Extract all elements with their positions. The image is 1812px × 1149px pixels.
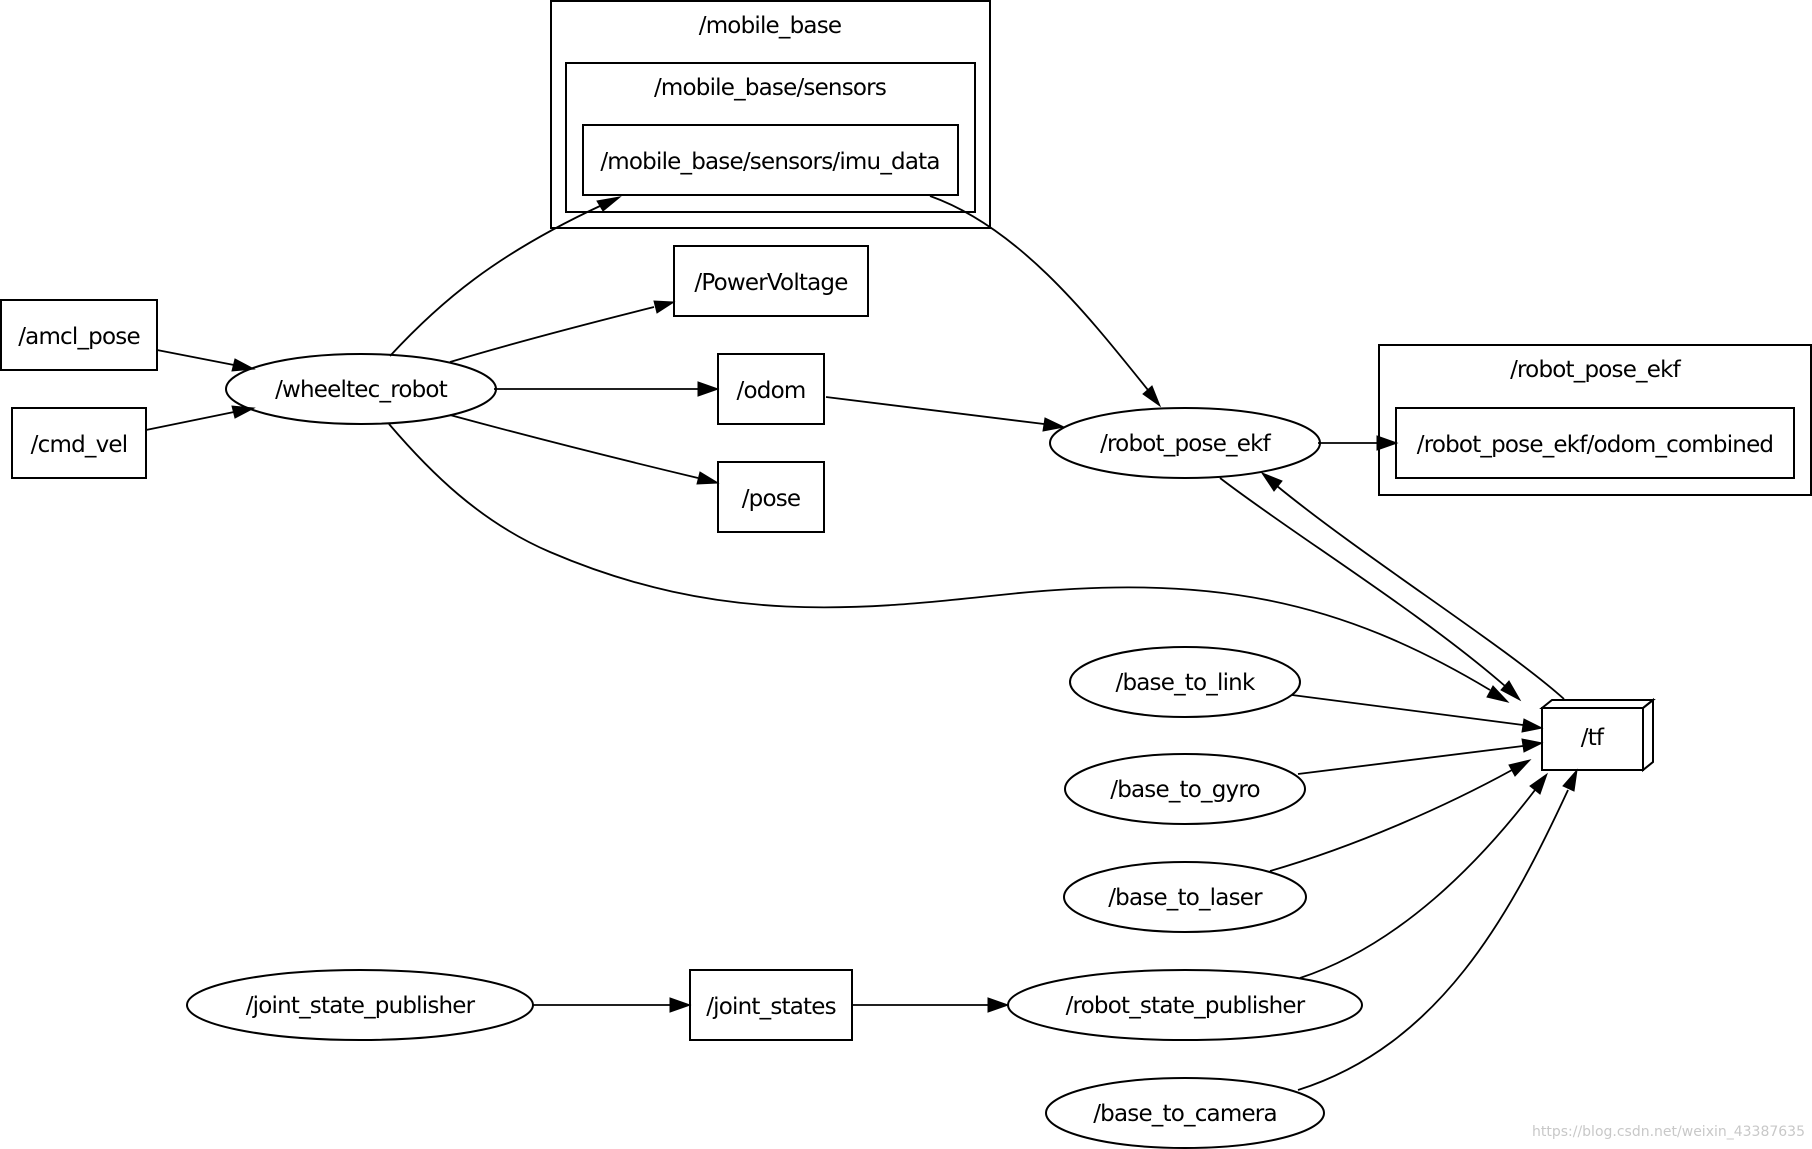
arrowhead — [1500, 680, 1522, 702]
arrowhead — [596, 196, 622, 212]
topic-power-voltage[interactable]: /PowerVoltage — [673, 245, 869, 317]
node-robot-state-publisher-label: /robot_state_publisher — [1066, 993, 1306, 1019]
topic-odom-combined[interactable]: /robot_pose_ekf/odom_combined — [1395, 407, 1795, 479]
arrowhead — [1486, 685, 1510, 703]
edge-imu-data-to-robot-pose-ekf — [929, 195, 1149, 391]
topic-amcl-pose[interactable]: /amcl_pose — [0, 299, 158, 371]
edge-base-to-laser-to-tf — [1269, 769, 1513, 872]
node-robot-pose-ekf[interactable]: /robot_pose_ekf — [1049, 407, 1321, 479]
topic-power-voltage-label: /PowerVoltage — [694, 270, 847, 296]
node-base-to-gyro-label: /base_to_gyro — [1110, 777, 1260, 803]
node-base-to-gyro[interactable]: /base_to_gyro — [1064, 753, 1306, 825]
edge-wheeltec-robot-to-pose — [449, 414, 699, 479]
arrowhead — [669, 997, 692, 1013]
arrowhead — [231, 405, 256, 419]
topic-tf[interactable]: /tf — [1539, 697, 1656, 773]
cluster-mobile-base-sensors-label: /mobile_base/sensors — [654, 75, 886, 101]
node-base-to-camera-label: /base_to_camera — [1093, 1101, 1277, 1127]
arrowhead — [1508, 759, 1532, 777]
edge-wheeltec-robot-to-tf — [388, 423, 1491, 691]
cluster-mobile-base-label: /mobile_base — [699, 13, 841, 39]
arrowhead — [1042, 417, 1066, 432]
topic-cmd-vel-label: /cmd_vel — [31, 432, 128, 458]
node-base-to-laser[interactable]: /base_to_laser — [1063, 861, 1307, 933]
arrowhead — [1562, 768, 1578, 792]
node-robot-pose-ekf-label: /robot_pose_ekf — [1100, 431, 1272, 457]
node-base-to-laser-label: /base_to_laser — [1108, 885, 1263, 911]
topic-odom-combined-label: /robot_pose_ekf/odom_combined — [1417, 432, 1773, 458]
edge-cmd-vel-to-wheeltec-robot — [145, 411, 235, 431]
topic-joint-states-label: /joint_states — [706, 994, 836, 1020]
topic-pose[interactable]: /pose — [717, 461, 825, 533]
cluster-mobile-base: /mobile_base — [550, 0, 991, 229]
edges — [145, 195, 1578, 1091]
arrowhead — [231, 358, 256, 372]
arrowhead — [696, 471, 720, 485]
edge-wheeltec-robot-to-power-voltage — [449, 306, 655, 363]
edge-tf-to-robot-pose-ekf — [1276, 485, 1565, 700]
node-base-to-link[interactable]: /base_to_link — [1069, 646, 1301, 718]
arrowhead — [1260, 471, 1283, 492]
node-wheeltec-robot[interactable]: /wheeltec_robot — [225, 353, 497, 425]
edge-base-to-gyro-to-tf — [1297, 745, 1524, 775]
arrowhead — [1142, 385, 1162, 408]
cluster-mobile-base-sensors: /mobile_base/sensors — [565, 62, 976, 213]
topic-amcl-pose-label: /amcl_pose — [18, 324, 140, 350]
topic-odom-label: /odom — [737, 378, 806, 404]
topic-pose-label: /pose — [742, 486, 801, 512]
topic-joint-states[interactable]: /joint_states — [689, 969, 853, 1041]
edge-odom-to-robot-pose-ekf — [825, 396, 1045, 425]
cluster-robot-pose-ekf-label: /robot_pose_ekf — [1510, 357, 1682, 383]
arrowhead — [987, 997, 1010, 1013]
node-wheeltec-robot-label: /wheeltec_robot — [275, 377, 448, 403]
node-joint-state-publisher-label: /joint_state_publisher — [246, 993, 476, 1019]
arrowhead — [1521, 738, 1544, 753]
watermark-text: https://blog.csdn.net/weixin_43387635 — [1532, 1124, 1805, 1140]
topic-cmd-vel[interactable]: /cmd_vel — [11, 407, 147, 479]
edge-wheeltec-robot-to-imu-data — [389, 205, 601, 357]
arrowhead — [1376, 435, 1399, 451]
arrowhead — [1529, 772, 1548, 795]
topic-tf-label: /tf — [1581, 725, 1605, 751]
arrowhead — [653, 300, 676, 314]
topic-imu-data[interactable]: /mobile_base/sensors/imu_data — [582, 124, 959, 196]
topic-odom[interactable]: /odom — [717, 353, 825, 425]
cluster-robot-pose-ekf: /robot_pose_ekf — [1378, 344, 1812, 496]
edge-amcl-pose-to-wheeltec-robot — [156, 349, 235, 366]
node-robot-state-publisher[interactable]: /robot_state_publisher — [1007, 969, 1363, 1041]
edge-base-to-camera-to-tf — [1297, 789, 1569, 1091]
node-base-to-link-label: /base_to_link — [1116, 670, 1256, 696]
topic-imu-data-label: /mobile_base/sensors/imu_data — [600, 149, 939, 175]
node-joint-state-publisher[interactable]: /joint_state_publisher — [186, 969, 534, 1041]
arrowhead — [697, 381, 720, 397]
arrowhead — [1521, 718, 1544, 733]
edge-robot-state-publisher-to-tf — [1299, 789, 1536, 979]
node-base-to-camera[interactable]: /base_to_camera — [1045, 1077, 1325, 1149]
edge-base-to-link-to-tf — [1291, 694, 1524, 726]
edge-robot-pose-ekf-to-tf — [1219, 477, 1506, 687]
